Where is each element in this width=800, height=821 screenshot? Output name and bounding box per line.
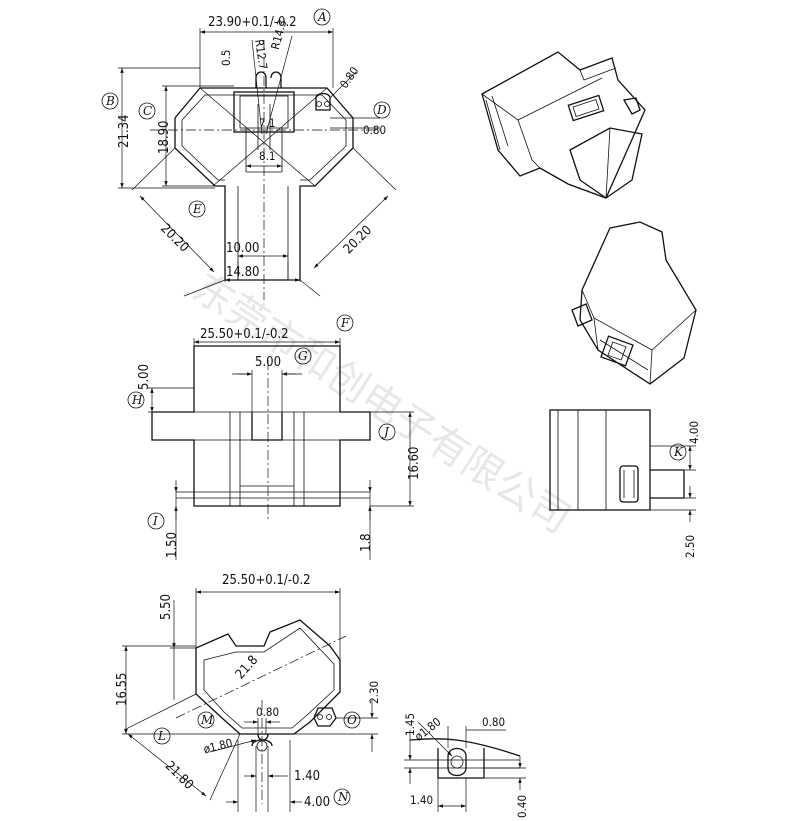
front-base-left-label: 1.50 — [165, 532, 180, 558]
svg-text:J: J — [381, 425, 390, 439]
bottom-width-label: 25.50+0.1/-0.2 — [222, 573, 311, 588]
letter-l: L — [153, 727, 171, 745]
detail-width-label: 0.80 — [482, 715, 505, 729]
letter-i: I — [147, 512, 165, 530]
svg-text:F: F — [340, 316, 350, 330]
bottom-left-diag-label: 21.80 — [162, 759, 196, 793]
detail-bottom-height-label: 0.40 — [515, 795, 529, 818]
bottom-view: 25.50+0.1/-0.2 5.50 16.55 21.8 0.80 2.30… — [115, 573, 381, 812]
letter-j: J — [378, 423, 396, 441]
top-width-label: 23.90+0.1/-0.2 — [208, 15, 297, 30]
letter-f: F — [336, 314, 354, 332]
bottom-clip-width-label: 0.80 — [256, 705, 279, 719]
bottom-top-offset-label: 5.50 — [159, 594, 174, 620]
svg-text:B: B — [105, 94, 115, 108]
letter-a: A — [313, 8, 331, 26]
letter-k: K — [669, 443, 687, 461]
svg-text:A: A — [317, 10, 327, 24]
bottom-clip-gap-label: 2.30 — [367, 681, 381, 704]
top-view: 23.90+0.1/-0.2 0.5 R12.7 R14.3 0.80 0.80… — [101, 8, 397, 300]
bottom-inner-label: 10.00 — [226, 241, 259, 256]
letter-e: E — [188, 200, 206, 218]
svg-text:K: K — [673, 445, 684, 459]
diag-right-label: 20.20 — [341, 223, 375, 257]
letter-g: G — [294, 347, 312, 365]
bottom-diagonal-label: 21.8 — [233, 653, 262, 682]
front-slot-width-label: 5.00 — [255, 355, 281, 370]
letter-c: C — [138, 102, 156, 120]
side-tab-offset-label: 2.50 — [683, 535, 697, 558]
svg-text:E: E — [192, 202, 202, 216]
top-clip-height-label: 0.80 — [363, 123, 386, 137]
bottom-hole-dia-label: ø1.80 — [202, 736, 234, 757]
front-view: 25.50+0.1/-0.2 5.00 5.00 16.60 1.50 1.8 … — [127, 314, 422, 560]
bottom-height-label: 16.55 — [115, 673, 130, 706]
top-slot-depth-label: 0.5 — [219, 50, 233, 66]
top-overall-height-label: 21.34 — [117, 115, 132, 148]
letter-b: B — [101, 92, 119, 110]
letter-o: O — [343, 711, 361, 729]
svg-text:L: L — [157, 729, 166, 743]
bottom-b-label: 4.00 — [304, 795, 330, 810]
diag-left-label: 20.20 — [157, 221, 191, 255]
side-view: 4.00 2.50 K — [549, 409, 701, 558]
top-inner-height-label: 18.90 — [157, 121, 172, 154]
letter-h: H — [127, 391, 145, 409]
front-height-label: 16.60 — [407, 447, 422, 480]
radius-inner-label: R12.7 — [252, 39, 270, 71]
front-base-right-label: 1.8 — [359, 533, 374, 552]
letter-n: N — [333, 788, 351, 806]
bottom-a-label: 1.40 — [294, 769, 320, 784]
detail-height-label: 1.45 — [403, 713, 417, 736]
bottom-outer-label: 14.80 — [226, 265, 259, 280]
front-width-label: 25.50+0.1/-0.2 — [200, 327, 289, 342]
svg-text:C: C — [143, 104, 152, 118]
watermark-text: 东莞市和创电子有限公司 — [185, 265, 579, 543]
side-tab-height-label: 4.00 — [687, 421, 701, 444]
detail-bottom-width-label: 1.40 — [410, 793, 433, 807]
svg-text:M: M — [200, 713, 214, 727]
detail-view: 1.45 ø1.80 0.80 1.40 0.40 — [403, 713, 529, 818]
svg-text:D: D — [376, 103, 387, 117]
svg-text:G: G — [298, 349, 308, 363]
isometric-view-bottom — [571, 221, 697, 385]
inner-label-a: 7.1 — [259, 116, 275, 130]
letter-m: M — [197, 711, 215, 729]
inner-label-b: 8.1 — [259, 149, 275, 163]
letter-d: D — [373, 101, 391, 119]
svg-text:N: N — [337, 790, 349, 804]
front-slot-depth-label: 5.00 — [137, 364, 152, 390]
svg-text:I: I — [152, 514, 158, 528]
svg-text:O: O — [347, 713, 357, 727]
top-clip-width-label: 0.80 — [337, 64, 362, 91]
svg-text:H: H — [131, 393, 143, 407]
isometric-view-top — [481, 51, 646, 199]
